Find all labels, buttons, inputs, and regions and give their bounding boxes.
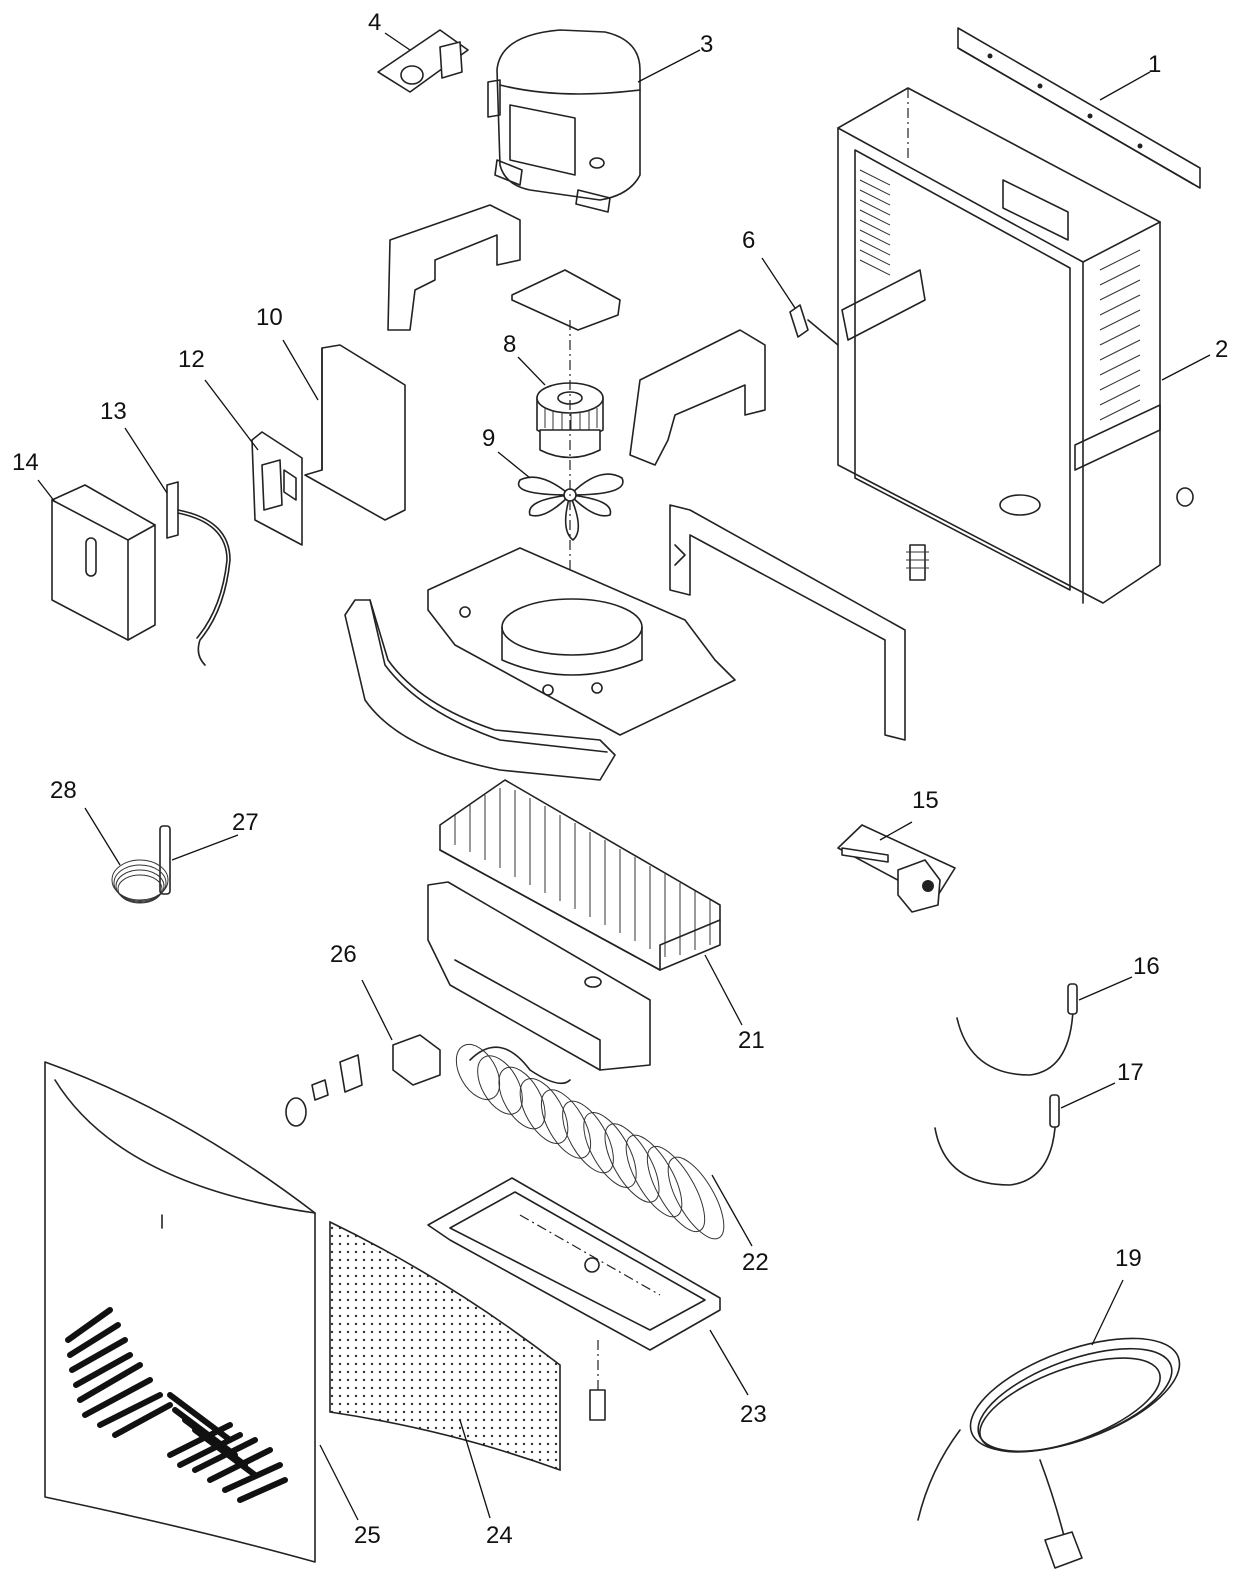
part-23-drip-tray xyxy=(427,1177,721,1421)
part-2-cabinet xyxy=(837,87,1194,604)
side-mount-panel xyxy=(669,504,906,741)
compressor-bracket-left xyxy=(387,204,521,331)
callout-2: 2 xyxy=(1215,336,1228,363)
callout-15: 15 xyxy=(912,787,939,814)
part-22-coil xyxy=(455,1044,725,1240)
part-24-filter-screen xyxy=(329,1220,561,1472)
part-14-electrical-box xyxy=(51,484,156,641)
part-16-sensor xyxy=(956,983,1078,1076)
part-4-relay-kit xyxy=(377,29,469,93)
callout-1: 1 xyxy=(1148,51,1161,78)
callout-24: 24 xyxy=(486,1522,513,1549)
callout-9: 9 xyxy=(482,425,495,452)
part-15-valve-kit xyxy=(837,824,956,913)
callout-21: 21 xyxy=(738,1027,765,1054)
callout-28: 28 xyxy=(50,777,77,804)
part-25-front-grille xyxy=(44,1061,316,1563)
part-6-switch xyxy=(789,304,839,346)
part-21-condenser xyxy=(439,779,721,971)
callout-10: 10 xyxy=(256,304,283,331)
part-10-mounting-bracket xyxy=(304,344,406,521)
callout-22: 22 xyxy=(742,1249,769,1276)
callout-19: 19 xyxy=(1115,1245,1142,1272)
part-27-28-thermostat xyxy=(111,825,171,904)
callout-8: 8 xyxy=(503,331,516,358)
leader-lines xyxy=(37,32,1211,1521)
part-19-power-cord xyxy=(917,1337,1181,1569)
callout-17: 17 xyxy=(1117,1059,1144,1086)
part-13-cable xyxy=(166,481,231,666)
front-handle-rail xyxy=(344,599,616,781)
callout-26: 26 xyxy=(330,941,357,968)
condenser-shroud xyxy=(427,881,651,1071)
callout-16: 16 xyxy=(1133,953,1160,980)
callout-3: 3 xyxy=(700,31,713,58)
callout-12: 12 xyxy=(178,346,205,373)
callout-4: 4 xyxy=(368,9,381,36)
callout-23: 23 xyxy=(740,1401,767,1428)
part-17-sensor xyxy=(934,1094,1060,1186)
callout-6: 6 xyxy=(742,227,755,254)
callout-14: 14 xyxy=(12,449,39,476)
callout-labels: 1 2 3 4 6 8 9 10 12 13 14 15 16 17 19 21… xyxy=(12,9,1228,1549)
callout-13: 13 xyxy=(100,398,127,425)
motor-bracket-plate xyxy=(511,269,621,331)
callout-27: 27 xyxy=(232,809,259,836)
part-26-control-kit xyxy=(285,1034,441,1127)
fan-shroud-base xyxy=(427,547,736,736)
compressor-bracket-right xyxy=(629,329,766,466)
part-3-compressor xyxy=(487,29,641,213)
part-9-fan-blade xyxy=(517,473,624,541)
callout-25: 25 xyxy=(354,1522,381,1549)
part-1-top-rail xyxy=(957,27,1201,189)
part-12-control-board xyxy=(251,431,303,546)
